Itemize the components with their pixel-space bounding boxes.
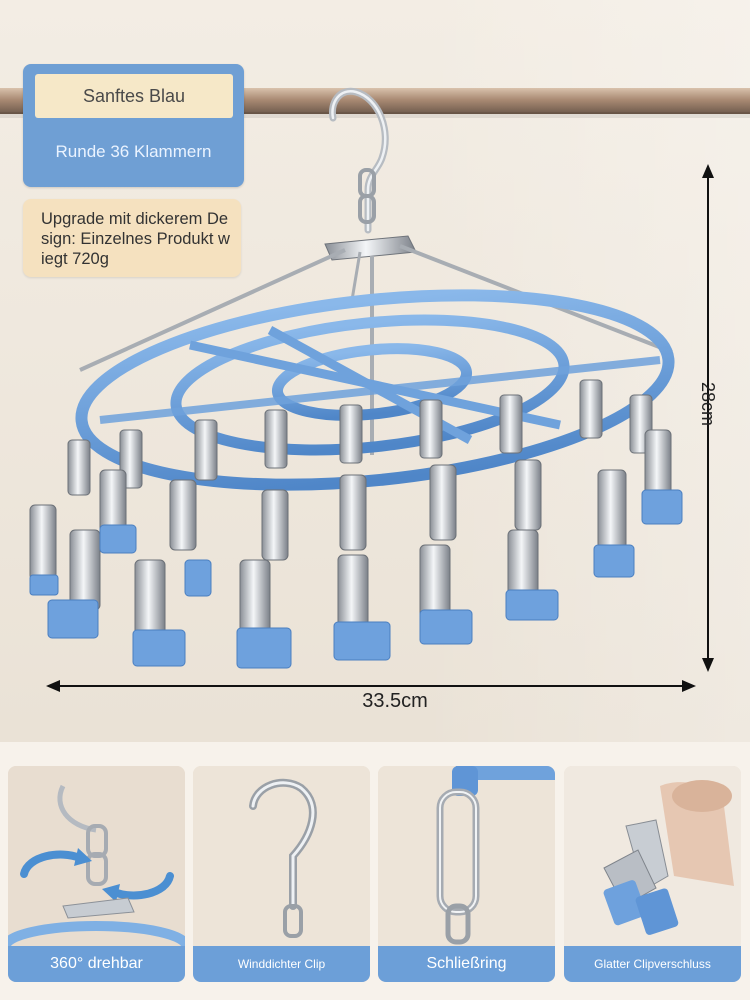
- clip-count-label: Runde 36 Klammern: [55, 142, 212, 161]
- feature-label: 360° drehbar: [8, 946, 185, 982]
- rail-shadow: [0, 112, 750, 118]
- feature-card-lock-ring: Schließring: [378, 766, 555, 982]
- feature-label: Schließring: [378, 946, 555, 982]
- height-dimension-label: 28cm: [698, 382, 718, 427]
- width-dimension-label: 33.5cm: [362, 690, 428, 712]
- upgrade-note-box: Upgrade mit dickerem Design: Einzelnes P…: [23, 199, 241, 277]
- feature-card-windproof-clip: Winddichter Clip: [193, 766, 370, 982]
- clothes-peg-hanger: [29, 87, 714, 692]
- feature-card-rotation: 360° drehbar: [8, 766, 185, 982]
- color-name-label: Sanftes Blau: [35, 74, 233, 118]
- upgrade-note-text: Upgrade mit dickerem Design: Einzelnes P…: [41, 210, 230, 268]
- product-hero-image: Sanftes Blau Runde 36 Klammern Upgrade m…: [0, 0, 750, 742]
- feature-label: Winddichter Clip: [193, 946, 370, 982]
- feature-card-smooth-clip: Glatter Clipverschluss: [564, 766, 741, 982]
- product-color-badge: Sanftes Blau Runde 36 Klammern: [23, 64, 244, 187]
- feature-label: Glatter Clipverschluss: [564, 946, 741, 982]
